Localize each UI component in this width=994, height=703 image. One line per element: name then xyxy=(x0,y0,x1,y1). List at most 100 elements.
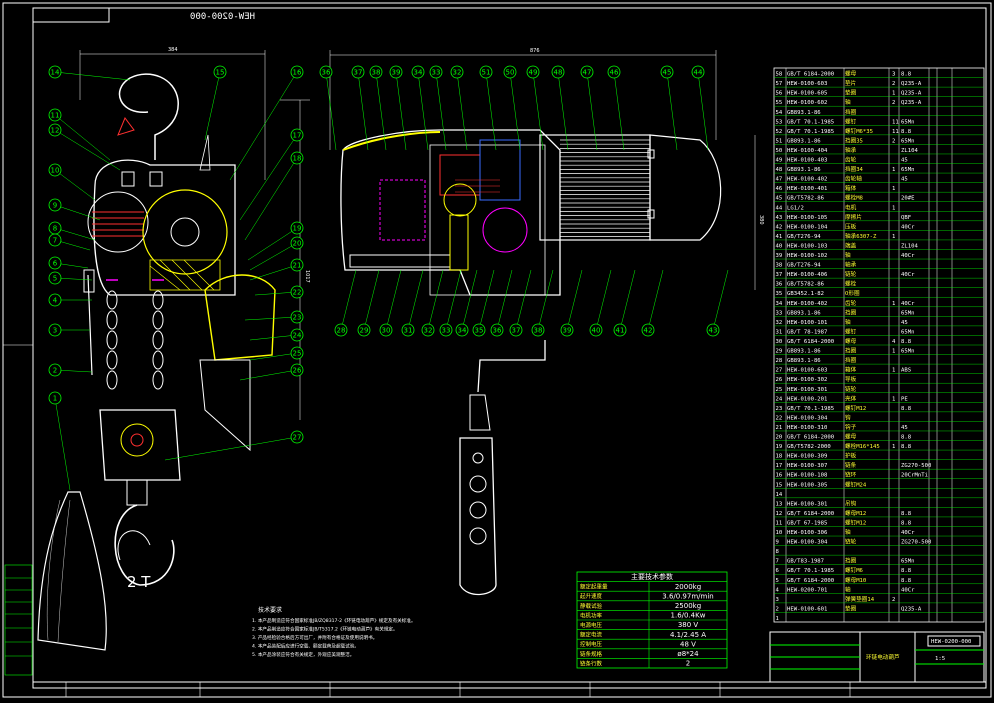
bom-row-name: 螺栓M16*145 xyxy=(845,442,880,450)
bom-row-code: HEW-0200-701 xyxy=(787,587,827,593)
bom-row-material: 40Cr xyxy=(901,224,915,230)
bom-row-code: HEW-0100-305 xyxy=(787,482,827,488)
front-balloon-leader xyxy=(204,71,221,141)
bom-row-name: 链环 xyxy=(845,471,857,479)
side-top-balloon-leader xyxy=(357,71,369,151)
bom-row-name: 螺母 xyxy=(845,433,857,441)
front-balloon-label: 1 xyxy=(53,395,57,403)
front-balloon-label: 2 xyxy=(53,367,57,375)
side-top-balloon-leader xyxy=(586,71,598,151)
dim-side-height-text: 380 xyxy=(758,215,764,225)
bom-row-code: GB/T 6184-2000 xyxy=(787,578,834,584)
front-balloon-label: 18 xyxy=(293,155,302,163)
bom-row-name: 螺栓M8 xyxy=(845,194,864,202)
front-balloon-label: 20 xyxy=(293,240,302,248)
bom-row-no: 12 xyxy=(776,511,783,517)
side-bottom-balloon-circle xyxy=(560,323,574,337)
bom-row-material: 65Mn xyxy=(901,329,914,335)
bom-row-no: 36 xyxy=(776,282,783,288)
side-top-balloon-label: 34 xyxy=(414,69,423,77)
bom-row-qty: 1 xyxy=(892,167,895,173)
bom-row-code: GB/T5782-2000 xyxy=(787,444,831,450)
bom-row-no: 45 xyxy=(776,196,783,202)
bom-row-name: O形圈 xyxy=(845,289,860,297)
title-drawing-no: HEW-0200-000 xyxy=(931,639,971,645)
bom-row-code: HEW-0100-304 xyxy=(787,415,828,421)
side-bottom-balloon-label: 43 xyxy=(709,327,718,335)
side-bottom-balloon-leader xyxy=(619,269,636,331)
bom-row-no: 28 xyxy=(776,358,783,364)
bom-row-no: 58 xyxy=(776,72,783,78)
zone-markers xyxy=(3,344,851,697)
front-balloon-leader xyxy=(254,291,298,296)
bom-row-name: 螺钉 xyxy=(845,327,857,335)
bom-row-name: 吊钩 xyxy=(845,499,857,507)
side-bottom-balloon-leader xyxy=(537,269,554,331)
side-bottom-balloon-circle xyxy=(455,323,469,337)
bom-row-material: PE xyxy=(901,396,908,402)
bom-row-code: HEW-0100-310 xyxy=(787,425,827,431)
bom-row-material: 40Cr xyxy=(901,301,915,307)
side-bottom-balloon-circle xyxy=(613,323,627,337)
side-top-balloon-label: 38 xyxy=(372,69,381,77)
side-top-balloon-label: 48 xyxy=(554,69,563,77)
bom-row-qty: 1 xyxy=(892,186,895,192)
bom-row-material: Q235-A xyxy=(901,91,922,97)
side-bottom-balloon-leader xyxy=(712,269,729,331)
side-bottom-balloon-circle xyxy=(379,323,393,337)
side-top-balloon-label: 49 xyxy=(529,69,538,77)
front-balloon-circle xyxy=(48,363,62,377)
bom-row-material: 8.8 xyxy=(901,578,912,584)
bom-row-no: 25 xyxy=(776,387,783,393)
title-block: HEW-0200-000 环链电动葫芦 1:5 xyxy=(769,631,985,683)
bom-row-name: 螺钉M12 xyxy=(845,518,866,526)
bom-row-no: 50 xyxy=(776,148,783,154)
load-chain xyxy=(106,290,164,390)
bom-row-name: 挡圈 xyxy=(845,356,857,364)
bom-row-material: 8.8 xyxy=(901,435,912,441)
bom-row-name: 挡圈35 xyxy=(845,136,863,144)
bom-row-name: 垫圈 xyxy=(845,89,857,97)
side-top-balloon-circle xyxy=(351,65,365,79)
bom-row-no: 41 xyxy=(776,234,783,240)
bom-row-no: 29 xyxy=(776,349,783,355)
side-top-balloon-leader xyxy=(485,71,497,151)
bom-row-material: 40Cr xyxy=(901,587,915,593)
bom-row-material: 20CrMnTi xyxy=(901,473,928,479)
side-bottom-balloon-leader xyxy=(461,269,478,331)
capacity-label: 2 T xyxy=(127,573,151,591)
front-balloon-circle xyxy=(48,293,62,307)
front-balloon-leader xyxy=(54,397,71,491)
side-bottom-balloon-circle xyxy=(490,323,504,337)
front-balloon-label: 22 xyxy=(293,289,302,297)
bom-row-name: 螺钉M24 xyxy=(845,480,867,488)
bom-row-qty: 2 xyxy=(892,81,895,87)
front-balloon-label: 4 xyxy=(53,297,58,305)
front-balloon-label: 8 xyxy=(53,225,57,233)
front-balloon-label: 25 xyxy=(293,350,302,358)
front-balloon-label: 9 xyxy=(53,202,57,210)
front-balloon-label: 12 xyxy=(51,127,60,135)
front-balloon-circle xyxy=(290,430,304,444)
front-balloon-circle xyxy=(48,391,62,405)
bom-row-no: 8 xyxy=(776,549,780,555)
bom-row-code: GB/T 6184-2000 xyxy=(787,511,834,517)
side-bottom-balloon-circle xyxy=(334,323,348,337)
bom-row-no: 16 xyxy=(776,473,783,479)
front-balloon-leader xyxy=(247,227,298,261)
side-top-balloon-leader xyxy=(325,71,337,151)
bom-row-name: 轴 xyxy=(845,98,851,106)
bom-row-no: 48 xyxy=(776,167,783,173)
side-top-balloon-circle xyxy=(503,65,517,79)
bom-row-name: 螺钉 xyxy=(845,117,857,125)
front-balloon-circle xyxy=(48,256,62,270)
bom-row-code: GB/T 6184-2000 xyxy=(787,435,834,441)
spec-row-label: 链条规格 xyxy=(580,650,603,658)
bom-row-name: 挡圈 xyxy=(845,108,857,116)
bom-row-qty: 1 xyxy=(892,91,895,97)
bom-row-name: 螺母M10 xyxy=(845,576,866,584)
side-bottom-balloon-circle xyxy=(706,323,720,337)
bom-row-code: HEW-0100-602 xyxy=(787,100,827,106)
